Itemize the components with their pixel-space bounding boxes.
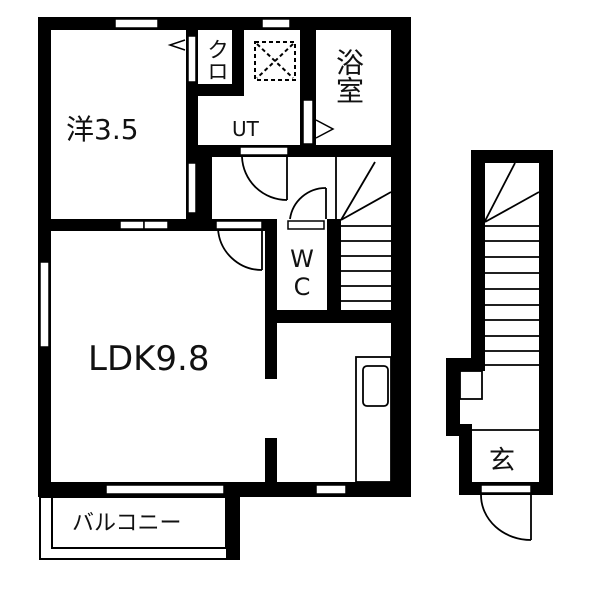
room-label-closet: クロ bbox=[203, 38, 228, 82]
closet-door-marker bbox=[167, 39, 186, 51]
bath-door-marker bbox=[315, 119, 335, 139]
windows bbox=[39, 18, 347, 495]
entrance-walls bbox=[446, 150, 553, 495]
room-label-entrance: 玄 bbox=[489, 446, 516, 476]
room-label-toilet: WC bbox=[288, 245, 316, 301]
door-swing-icon bbox=[241, 156, 288, 201]
room-label-ldk: LDK9.8 bbox=[88, 339, 210, 379]
door-swing-icon bbox=[289, 187, 327, 220]
washing-machine-space-icon bbox=[254, 41, 296, 81]
room-label-bathroom: 浴室 bbox=[332, 48, 365, 104]
room-label-utility: UT bbox=[232, 117, 259, 141]
room-label-western: 洋3.5 bbox=[66, 113, 139, 146]
staircase-icon bbox=[459, 162, 540, 431]
kitchen-sink-icon bbox=[355, 356, 392, 483]
room-label-balcony: バルコニー bbox=[72, 511, 182, 536]
staircase-icon bbox=[335, 157, 392, 302]
door-swing-icon bbox=[480, 494, 532, 541]
door-swing-icon bbox=[217, 228, 263, 271]
